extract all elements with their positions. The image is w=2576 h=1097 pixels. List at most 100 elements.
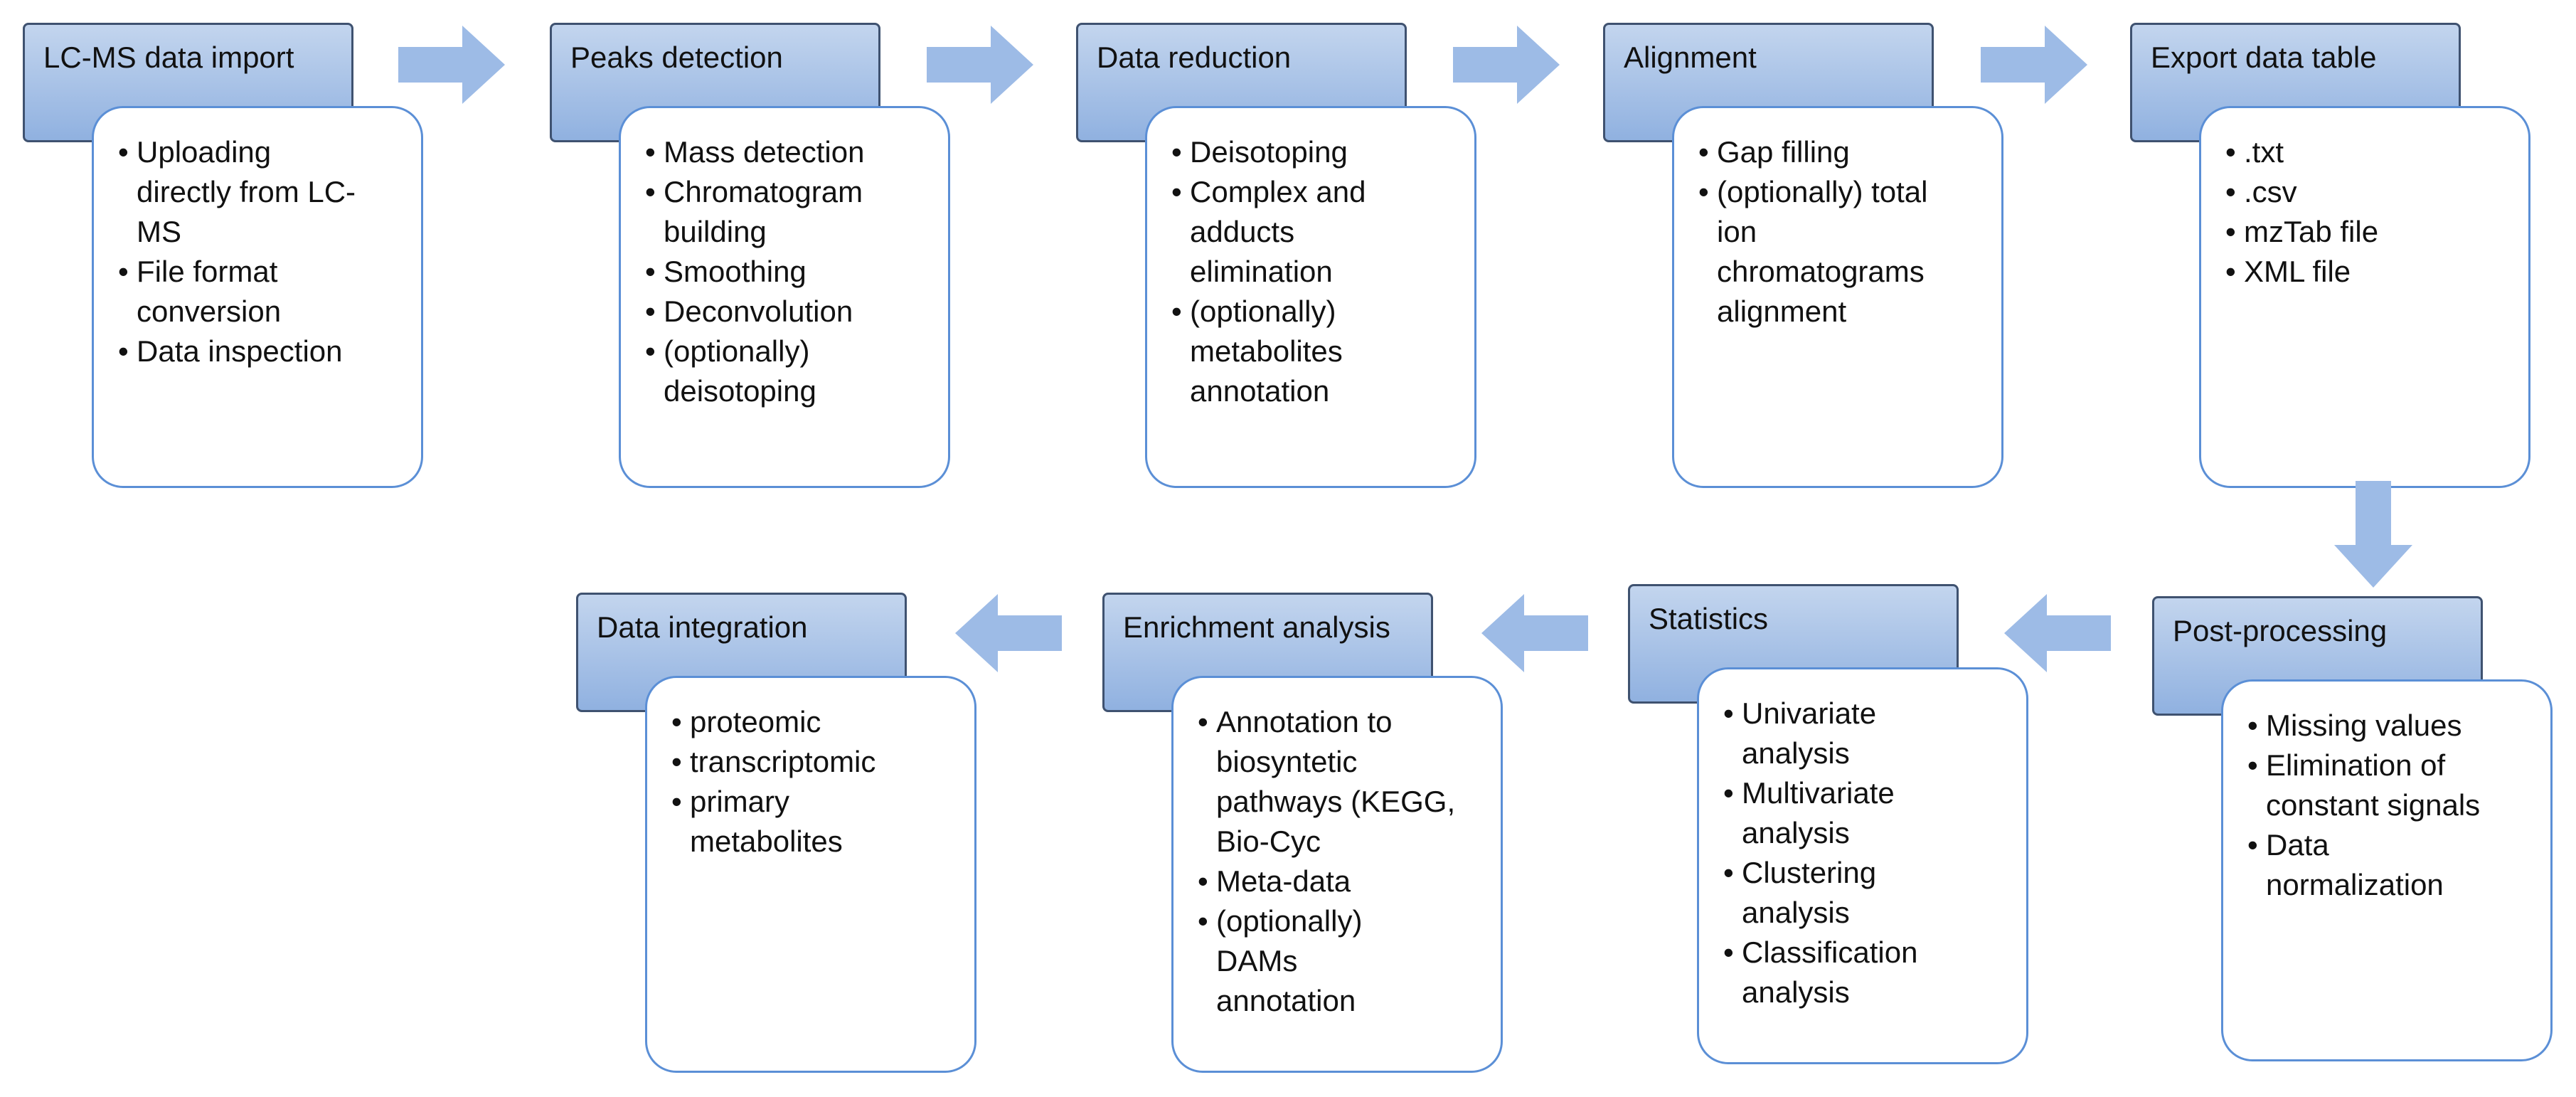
arrow-left-icon bbox=[1481, 594, 1588, 672]
list-item-line: (optionally) bbox=[664, 334, 810, 368]
list-item: Missing values bbox=[2247, 706, 2538, 746]
list-item-line: Bio-Cyc bbox=[1216, 825, 1321, 858]
list-item: transcriptomic bbox=[671, 742, 962, 782]
step-items: Uploading directly from LC- MS File format c… bbox=[118, 132, 408, 371]
list-item-line: transcriptomic bbox=[690, 745, 876, 778]
list-item-line: Deconvolution bbox=[664, 295, 853, 328]
arrow-left-icon bbox=[2004, 594, 2111, 672]
step-items: DeisotopingComplex andadductselimination… bbox=[1171, 132, 1462, 411]
list-item: Gap filling bbox=[1698, 132, 1989, 172]
list-item: Classification analysis bbox=[1723, 933, 2013, 1012]
step-items: Gap filling(optionally) totalionchromato… bbox=[1698, 132, 1989, 332]
list-item: Elimination of constant signals bbox=[2247, 746, 2538, 825]
list-item: (optionally) deisotoping bbox=[645, 332, 935, 411]
list-item-line: Deisotoping bbox=[1190, 135, 1348, 169]
step-items: proteomic transcriptomic primary metabolite… bbox=[671, 702, 962, 862]
list-item-line: chromatograms bbox=[1717, 255, 1925, 288]
list-item-line: biosyntetic bbox=[1216, 745, 1358, 778]
list-item-line: Elimination of bbox=[2266, 748, 2446, 782]
list-item-line: Meta-data bbox=[1216, 864, 1351, 898]
list-item-line: .csv bbox=[2244, 175, 2297, 208]
step-content: DeisotopingComplex andadductselimination… bbox=[1145, 106, 1476, 488]
list-item: .txt bbox=[2225, 132, 2516, 172]
step-content: Missing valuesElimination of constant sig… bbox=[2221, 679, 2553, 1061]
arrow-right-icon bbox=[1453, 26, 1560, 104]
list-item-line: Gap filling bbox=[1717, 135, 1850, 169]
step-content: UnivariateanalysisMultivariateanalysisCl… bbox=[1697, 667, 2028, 1064]
list-item-line: annotation bbox=[1190, 374, 1330, 408]
list-item: File format conversion bbox=[118, 252, 408, 332]
list-item: Meta-data bbox=[1198, 862, 1488, 901]
list-item-line: conversion bbox=[137, 295, 282, 328]
list-item: primary metabolites bbox=[671, 782, 962, 862]
list-item-line: Clustering bbox=[1742, 856, 1877, 889]
list-item-line: Chromatogram bbox=[664, 175, 863, 208]
arrow-down-icon bbox=[2334, 481, 2412, 588]
list-item-line: pathways (KEGG, bbox=[1216, 785, 1456, 818]
list-item-line: MS bbox=[137, 215, 181, 248]
step-content: Annotation to biosyntetic pathways (KEGG, B… bbox=[1171, 676, 1503, 1073]
list-item-line: Data inspection bbox=[137, 334, 343, 368]
list-item-line: Uploading bbox=[137, 135, 272, 169]
list-item-line: metabolites bbox=[690, 825, 843, 858]
arrow-right-icon bbox=[927, 26, 1033, 104]
list-item-line: Multivariate bbox=[1742, 776, 1895, 810]
step-items: UnivariateanalysisMultivariateanalysisCl… bbox=[1723, 694, 2013, 1012]
list-item: Univariate analysis bbox=[1723, 694, 2013, 773]
list-item-line: analysis bbox=[1742, 736, 1850, 770]
arrow-left-icon bbox=[955, 594, 1062, 672]
list-item: Data inspection bbox=[118, 332, 408, 371]
list-item: (optionally) totalionchromatogramsalignm… bbox=[1698, 172, 1989, 332]
list-item-line: directly from LC- bbox=[137, 175, 356, 208]
list-item-line: (optionally) total bbox=[1717, 175, 1928, 208]
list-item: Chromatogram building bbox=[645, 172, 935, 252]
list-item-line: analysis bbox=[1742, 896, 1850, 929]
list-item: Clustering analysis bbox=[1723, 853, 2013, 933]
list-item: Annotation to biosyntetic pathways (KEGG, B… bbox=[1198, 702, 1488, 862]
list-item-line: Classification bbox=[1742, 936, 1918, 969]
step-content: proteomic transcriptomic primary metabolite… bbox=[645, 676, 976, 1073]
list-item: mzTab file bbox=[2225, 212, 2516, 252]
list-item-line: building bbox=[664, 215, 767, 248]
list-item-line: analysis bbox=[1742, 975, 1850, 1009]
list-item-line: normalization bbox=[2266, 868, 2444, 901]
arrow-right-icon bbox=[1981, 26, 2087, 104]
list-item-line: proteomic bbox=[690, 705, 821, 738]
step-content: .txt .csv mzTab fileXML file bbox=[2199, 106, 2530, 488]
list-item: Uploading directly from LC- MS bbox=[118, 132, 408, 252]
step-items: Annotation to biosyntetic pathways (KEGG, B… bbox=[1198, 702, 1488, 1021]
list-item-line: metabolites bbox=[1190, 334, 1343, 368]
step-content: Uploading directly from LC- MS File format c… bbox=[92, 106, 423, 488]
list-item-line: Univariate bbox=[1742, 696, 1877, 730]
list-item-line: deisotoping bbox=[664, 374, 816, 408]
list-item-line: Missing values bbox=[2266, 709, 2462, 742]
step-content: Gap filling(optionally) totalionchromato… bbox=[1672, 106, 2003, 488]
list-item-line: File format bbox=[137, 255, 278, 288]
list-item-line: constant signals bbox=[2266, 788, 2481, 822]
list-item-line: DAMs bbox=[1216, 944, 1298, 977]
list-item: proteomic bbox=[671, 702, 962, 742]
list-item: (optionally) metabolites annotation bbox=[1171, 292, 1462, 411]
step-items: Mass detectionChromatogram buildingSmooth… bbox=[645, 132, 935, 411]
list-item-line: mzTab file bbox=[2244, 215, 2379, 248]
list-item-line: Annotation to bbox=[1216, 705, 1393, 738]
list-item: XML file bbox=[2225, 252, 2516, 292]
list-item-line: (optionally) bbox=[1216, 904, 1363, 938]
list-item: Smoothing bbox=[645, 252, 935, 292]
list-item-line: primary bbox=[690, 785, 790, 818]
step-items: Missing valuesElimination of constant sig… bbox=[2247, 706, 2538, 905]
list-item-line: Mass detection bbox=[664, 135, 865, 169]
list-item-line: .txt bbox=[2244, 135, 2284, 169]
step-items: .txt .csv mzTab fileXML file bbox=[2225, 132, 2516, 292]
list-item: Mass detection bbox=[645, 132, 935, 172]
arrow-right-icon bbox=[398, 26, 505, 104]
list-item-line: XML file bbox=[2244, 255, 2351, 288]
list-item-line: Complex and bbox=[1190, 175, 1366, 208]
list-item-line: (optionally) bbox=[1190, 295, 1336, 328]
list-item-line: elimination bbox=[1190, 255, 1333, 288]
